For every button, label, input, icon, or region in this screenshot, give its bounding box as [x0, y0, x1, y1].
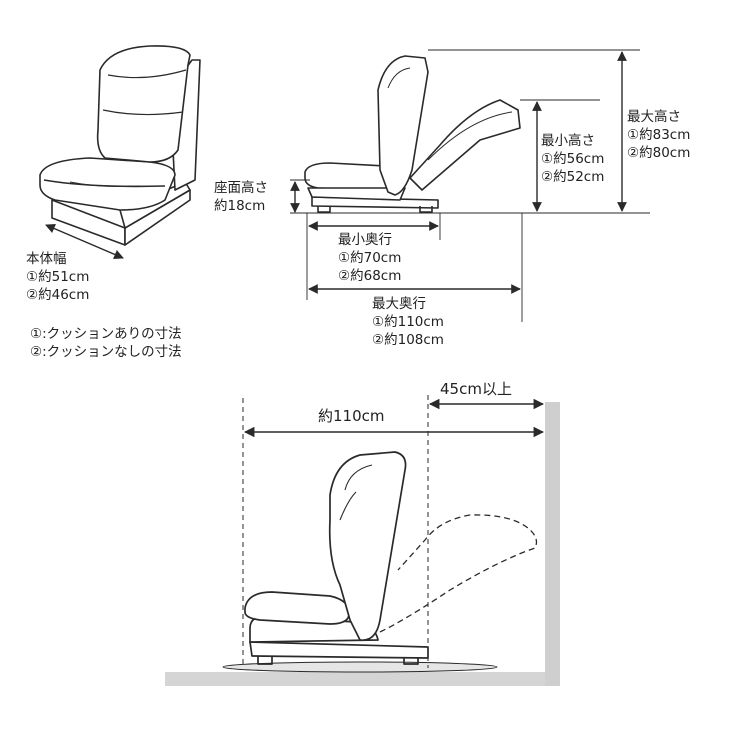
wall-gap-label: 45cm以上 [440, 380, 512, 398]
min-depth-label: 最小奥行 ①約70cm ②約68cm [338, 231, 401, 285]
floor [165, 672, 560, 686]
clearance-arrows [243, 398, 545, 438]
min-depth-value-2: ②約68cm [338, 268, 402, 284]
min-height-title: 最小高さ [541, 133, 595, 149]
width-value-1: ①約51cm [26, 269, 90, 285]
max-depth-title: 最大奥行 [372, 296, 426, 312]
width-dimension-arrow [45, 223, 124, 260]
seat-height-label: 座面高さ 約18cm [214, 179, 268, 215]
width-label: 本体幅 ①約51cm ②約46cm [26, 250, 89, 304]
width-value-2: ②約46cm [26, 287, 90, 303]
floor-mat [222, 661, 498, 673]
chair-perspective-illustration [39, 45, 201, 246]
legend-note-1: ①:クッションありの寸法 [30, 326, 182, 342]
min-depth-title: 最小奥行 [338, 232, 392, 248]
max-height-title: 最大高さ [627, 109, 681, 125]
seat-height-title: 座面高さ [214, 180, 268, 196]
min-height-value-2: ②約52cm [541, 169, 605, 185]
side-view-extension-lines [290, 49, 650, 322]
max-height-label: 最大高さ ①約83cm ②約80cm [627, 108, 690, 162]
seat-height-value: 約18cm [214, 198, 266, 214]
reclined-position-outline [379, 514, 538, 633]
min-height-label: 最小高さ ①約56cm ②約52cm [541, 132, 604, 186]
total-clearance-label: 約110cm [318, 407, 385, 425]
clearance-guides [242, 395, 429, 668]
max-height-value-1: ①約83cm [627, 127, 691, 143]
legend: ①:クッションありの寸法 ②:クッションなしの寸法 [30, 325, 182, 361]
legend-note-2: ②:クッションなしの寸法 [30, 344, 182, 360]
min-depth-value-1: ①約70cm [338, 250, 402, 266]
max-depth-label: 最大奥行 ①約110cm ②約108cm [372, 295, 444, 349]
side-view-dimension-arrows [290, 51, 627, 294]
max-depth-value-2: ②約108cm [372, 332, 444, 348]
min-height-value-1: ①約56cm [541, 151, 605, 167]
chair-side-view-illustration [304, 55, 521, 213]
width-title: 本体幅 [26, 251, 67, 267]
chair-room-illustration [244, 451, 429, 665]
max-depth-value-1: ①約110cm [372, 314, 444, 330]
max-height-value-2: ②約80cm [627, 145, 691, 161]
wall [545, 402, 560, 686]
